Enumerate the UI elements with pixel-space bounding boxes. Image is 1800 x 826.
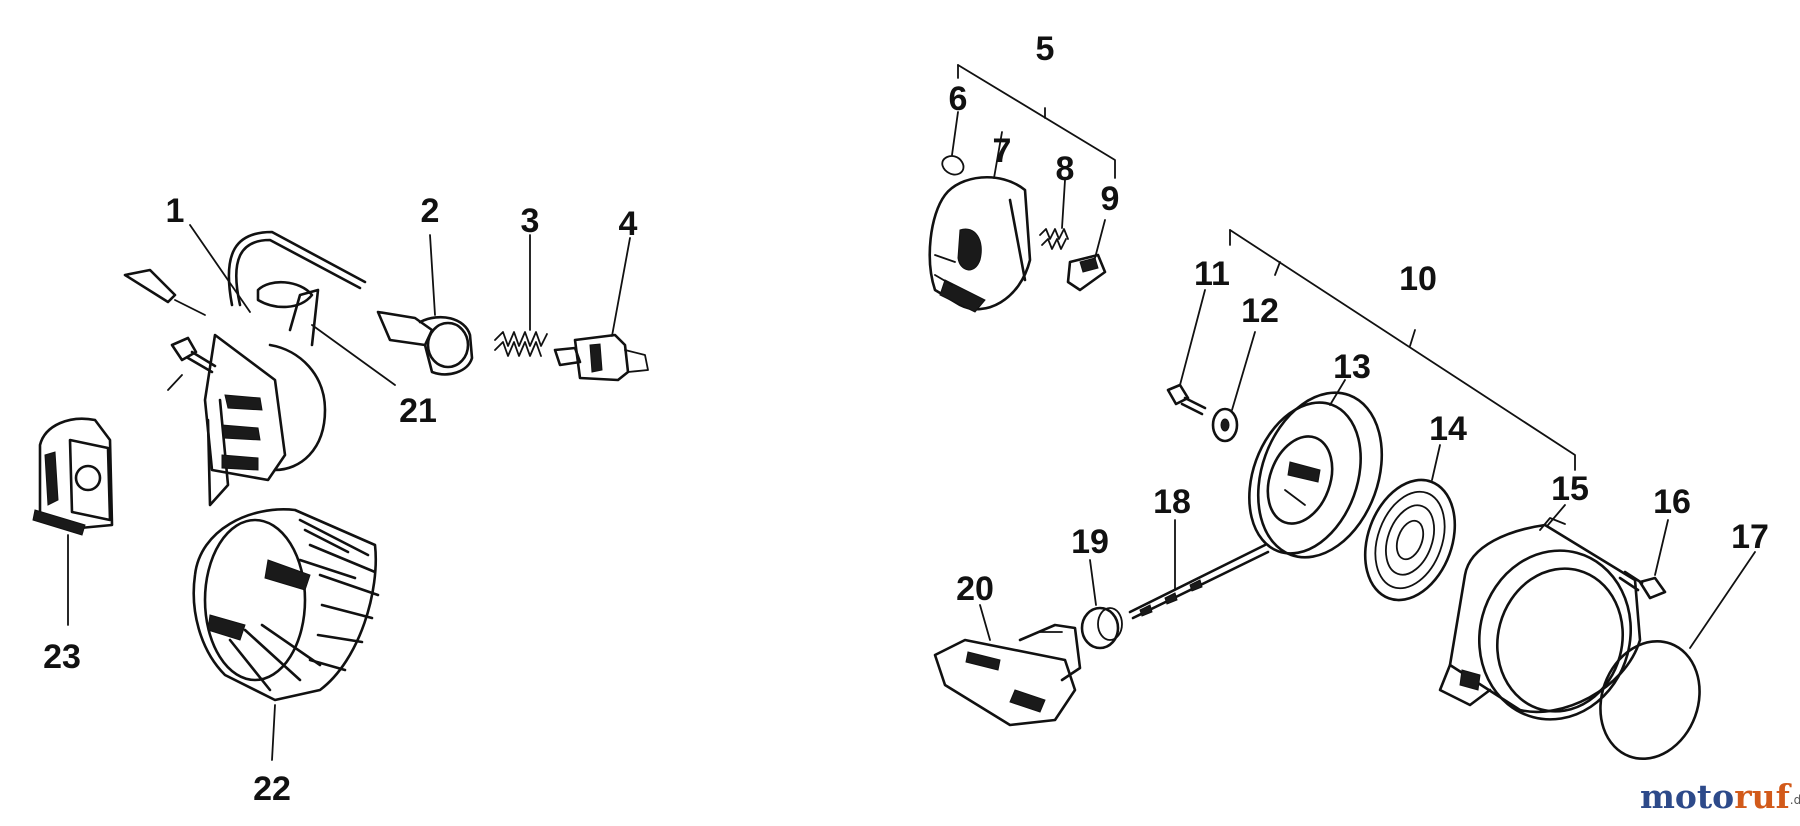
flywheel-part bbox=[192, 508, 380, 702]
label-20: 20 bbox=[956, 570, 994, 608]
screw-part bbox=[1166, 289, 1207, 416]
pulley-part bbox=[1248, 379, 1384, 559]
label-10: 10 bbox=[1399, 260, 1437, 298]
label-7: 7 bbox=[993, 132, 1012, 170]
watermark-text: motoruf.de bbox=[1640, 777, 1800, 816]
starter-assembly-bracket bbox=[1229, 229, 1576, 471]
label-12: 12 bbox=[1241, 292, 1279, 330]
clutch-spring-part bbox=[1039, 179, 1069, 250]
clutch-block-part bbox=[1066, 219, 1107, 292]
label-15: 15 bbox=[1551, 470, 1589, 508]
label-5: 5 bbox=[1036, 30, 1055, 68]
clutch-shoe-part bbox=[928, 131, 1032, 313]
label-6: 6 bbox=[949, 80, 968, 118]
part-labels: 1 2 3 4 5 6 7 8 9 10 11 12 13 14 15 16 1… bbox=[43, 30, 1769, 808]
left-leader-lines bbox=[67, 224, 631, 761]
ignition-coil-part bbox=[123, 230, 367, 507]
label-11: 11 bbox=[1194, 255, 1230, 293]
spark-plug-cap-part bbox=[376, 310, 474, 376]
label-19: 19 bbox=[1071, 523, 1109, 561]
label-21: 21 bbox=[399, 392, 437, 430]
label-18: 18 bbox=[1153, 483, 1191, 521]
label-4: 4 bbox=[619, 205, 638, 243]
o-ring-part bbox=[1599, 551, 1756, 761]
ignition-module-part bbox=[32, 417, 114, 536]
label-3: 3 bbox=[521, 202, 540, 240]
coil-bolt-part bbox=[167, 336, 217, 391]
spark-plug-part bbox=[553, 333, 649, 382]
label-8: 8 bbox=[1056, 150, 1075, 188]
spring-part bbox=[494, 331, 548, 357]
clip-part bbox=[941, 111, 965, 176]
label-9: 9 bbox=[1101, 180, 1120, 218]
watermark-logo: motoruf.de bbox=[1640, 777, 1800, 816]
label-14: 14 bbox=[1429, 410, 1467, 448]
starter-rope-part bbox=[1128, 519, 1270, 620]
label-2: 2 bbox=[421, 192, 440, 230]
starter-handle-part bbox=[933, 604, 1082, 727]
label-16: 16 bbox=[1653, 483, 1691, 521]
label-22: 22 bbox=[253, 770, 291, 808]
watermark-part-ruf: ruf bbox=[1734, 777, 1791, 816]
label-23: 23 bbox=[43, 638, 81, 676]
watermark-part-moto: moto bbox=[1640, 777, 1734, 816]
label-1: 1 bbox=[166, 192, 185, 230]
recoil-spring-part bbox=[1363, 444, 1457, 602]
label-17: 17 bbox=[1731, 518, 1769, 556]
label-13: 13 bbox=[1333, 348, 1371, 386]
starter-housing-part bbox=[1438, 504, 1642, 721]
housing-bolt-part bbox=[1618, 519, 1669, 600]
clutch-assembly-bracket bbox=[957, 64, 1116, 179]
watermark-suffix: .de bbox=[1790, 793, 1800, 807]
grommet-part bbox=[1080, 559, 1123, 650]
washer-part bbox=[1211, 331, 1256, 443]
